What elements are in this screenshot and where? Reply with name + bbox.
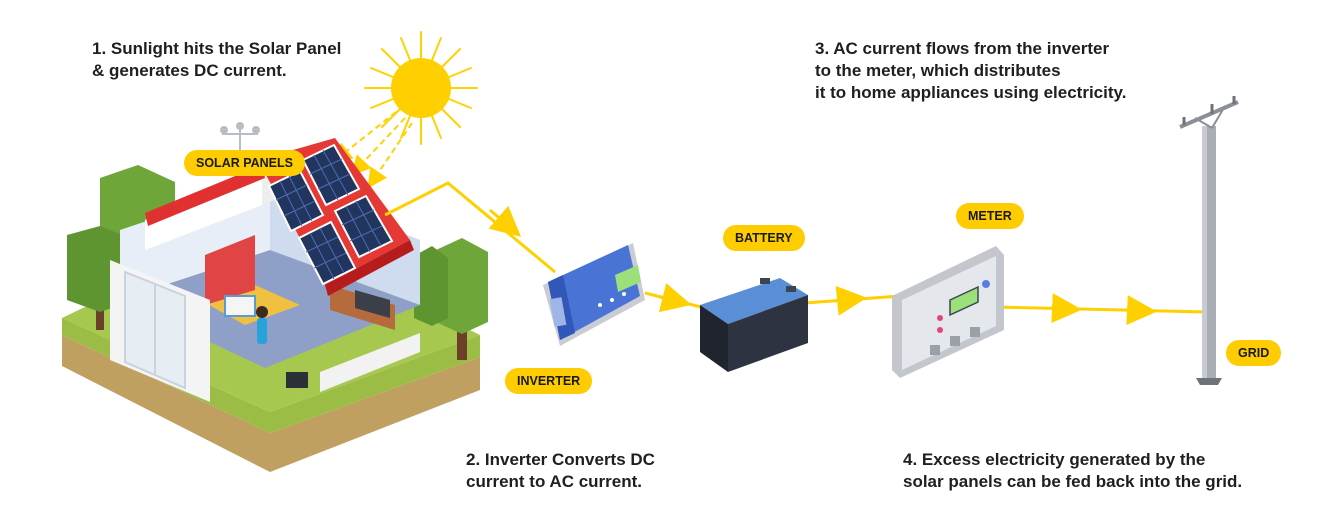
solar-panel-icon xyxy=(333,194,394,259)
sun-icon xyxy=(364,31,478,145)
solar-panel-icon xyxy=(267,169,325,233)
sunbeam-rays xyxy=(331,111,413,189)
solar-panel-icon xyxy=(267,143,394,286)
house-icon xyxy=(62,122,488,472)
step-1-text: 1. Sunlight hits the Solar Panel& genera… xyxy=(92,39,342,80)
meter-label: METER xyxy=(956,203,1024,229)
solar-panels-label: SOLAR PANELS xyxy=(184,150,305,176)
power-pole-icon xyxy=(1179,96,1239,385)
meter-icon xyxy=(892,246,1004,378)
inverter-icon xyxy=(543,243,645,346)
tree-icon xyxy=(414,238,488,360)
solar-panel-icon xyxy=(301,143,361,207)
energy-flow-lines xyxy=(384,181,1206,326)
solar-panel-icon xyxy=(297,220,357,286)
grid-label: GRID xyxy=(1226,340,1282,366)
inverter-label: INVERTER xyxy=(505,368,593,394)
battery-label: BATTERY xyxy=(723,225,805,251)
battery-icon xyxy=(700,278,808,372)
